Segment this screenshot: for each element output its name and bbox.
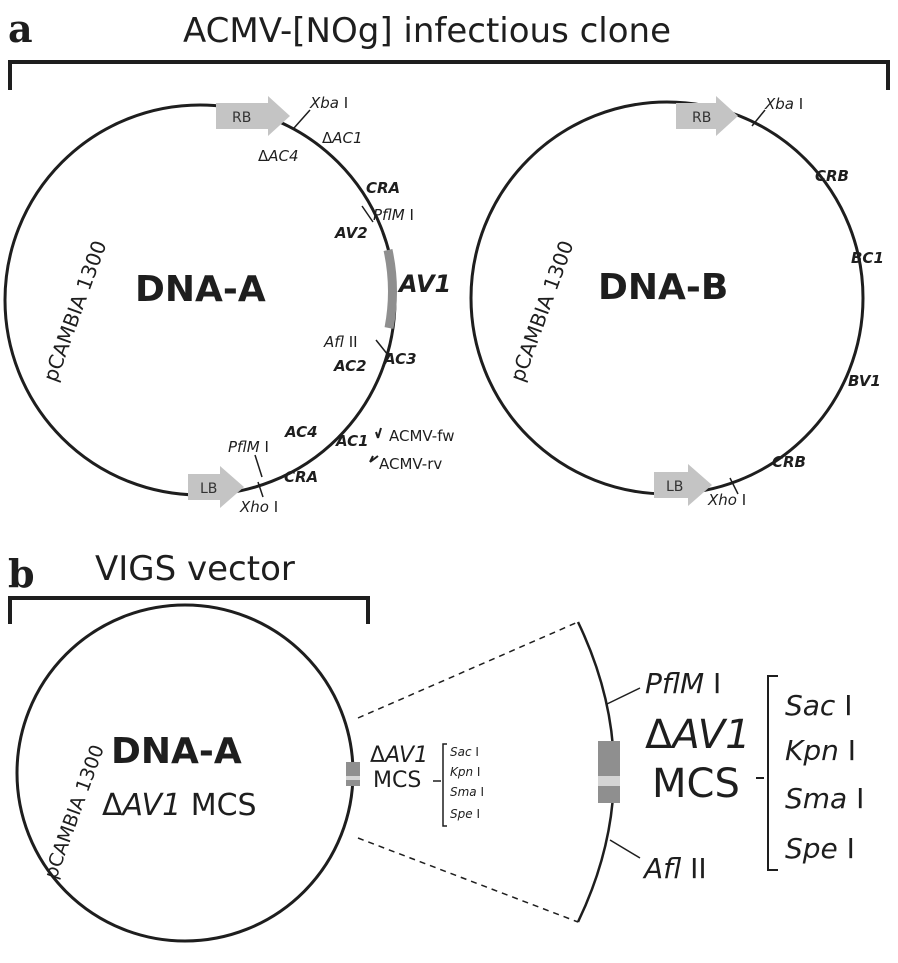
zoom-line-bottom: [357, 837, 579, 923]
crb-label-top: CRB: [815, 167, 849, 185]
av1-label: AV1: [397, 270, 451, 298]
zoom-site-sma: Sma I: [785, 782, 864, 815]
primer-fw-label: ACMV-fw: [389, 427, 455, 445]
zoom-afl-tick: [609, 839, 641, 859]
dna-a-name: DNA-A: [135, 269, 266, 310]
panel-a-title: ACMV-[NOg] infectious clone: [183, 11, 671, 51]
rb-label-b: RB: [692, 110, 711, 126]
rb-arrow-b: RB: [676, 96, 738, 136]
small-site-sma: Sma I: [450, 785, 484, 799]
xba-site-b: Xba I: [764, 95, 803, 113]
xba-site-a: Xba I: [309, 94, 348, 112]
pflm-site-a-top: PflM I: [373, 206, 414, 224]
small-site-spe: Spe I: [450, 807, 480, 821]
zoom-insert-dark2: [598, 786, 620, 803]
pflm-tick-a-top: [361, 205, 374, 223]
rb-label-a: RB: [232, 110, 251, 126]
cra-label-top: CRA: [366, 179, 400, 197]
panel-a-letter: a: [8, 6, 33, 51]
zoom-insert-light: [598, 776, 620, 786]
zoom-sites-bracket: [767, 675, 778, 871]
backbone-label-a: pCAMBIA 1300: [38, 237, 111, 384]
vigs-insert-small-light: [346, 776, 360, 780]
vigs-dna-a-name: DNA-A: [111, 731, 242, 772]
panel-a-bracket: [8, 60, 890, 90]
xho-tick-b: [729, 477, 739, 495]
xho-site-a: Xho I: [239, 498, 278, 516]
av1-gene-segment: [383, 249, 397, 329]
vigs-dna-a-circle: [15, 603, 355, 943]
cra-label-bottom: CRA: [284, 468, 318, 486]
vigs-insert-small-dark2: [346, 780, 360, 786]
afl-tick-a: [375, 339, 389, 356]
bv1-label: BV1: [848, 372, 881, 390]
pflm-tick-a-bottom: [254, 454, 263, 478]
xho-site-b: Xho I: [707, 491, 746, 509]
panel-b-title: VIGS vector: [95, 549, 295, 589]
small-site-kpn: Kpn I: [450, 765, 480, 779]
zoom-line-top: [357, 621, 579, 719]
delta-ac4-label: ΔAC4: [258, 147, 299, 165]
zoom-pflm-tick: [606, 687, 641, 705]
lb-arrow-a: LB: [188, 466, 244, 508]
crb-label-bottom: CRB: [772, 453, 806, 471]
lb-label-a: LB: [200, 481, 217, 497]
delta-ac1-label: ΔAC1: [322, 129, 363, 147]
ac1-label: AC1: [335, 432, 369, 450]
zoom-afl-site: Afl II: [642, 852, 707, 885]
primer-rv-arrow: [369, 455, 379, 463]
rb-arrow-a: RB: [216, 96, 290, 136]
small-mcs-label: MCS: [373, 768, 421, 793]
dna-b-name: DNA-B: [598, 267, 728, 308]
small-mcs-gene: ΔAV1: [370, 743, 428, 768]
lb-label-b: LB: [666, 479, 683, 495]
xho-tick-a: [257, 481, 264, 498]
panel-b-letter: b: [8, 551, 35, 596]
afl-site-a: Afl II: [323, 333, 358, 351]
zoom-site-sac: Sac I: [785, 689, 853, 722]
ac4-label: AC4: [284, 423, 318, 441]
zoom-pflm-site: PflM I: [645, 667, 721, 700]
bc1-label: BC1: [851, 249, 884, 267]
primer-rv-label: ACMV-rv: [379, 455, 442, 473]
zoom-gene: ΔAV1: [645, 712, 751, 758]
zoom-insert-dark: [598, 741, 620, 776]
zoom-site-spe: Spe I: [785, 832, 855, 865]
small-site-sac: Sac I: [450, 745, 479, 759]
av2-label: AV2: [334, 224, 368, 242]
vigs-backbone-label: pCAMBIA 1300: [40, 742, 109, 882]
backbone-label-b: pCAMBIA 1300: [505, 237, 578, 384]
ac3-label: AC3: [383, 350, 417, 368]
xba-tick-a: [293, 109, 311, 129]
zoom-site-kpn: Kpn I: [785, 734, 856, 767]
lb-arrow-b: LB: [654, 464, 712, 506]
vigs-insert-small-dark: [346, 762, 360, 776]
xba-tick-b: [751, 109, 766, 127]
small-sites-bracket: [442, 743, 447, 827]
ac2-label: AC2: [333, 357, 367, 375]
primer-fw-arrow: [375, 427, 382, 439]
vigs-subtitle: ΔAV1 MCS: [102, 788, 257, 823]
zoom-mcs: MCS: [652, 761, 740, 807]
panel-b-bracket: [8, 596, 370, 624]
pflm-site-a-bottom: PflM I: [228, 438, 269, 456]
